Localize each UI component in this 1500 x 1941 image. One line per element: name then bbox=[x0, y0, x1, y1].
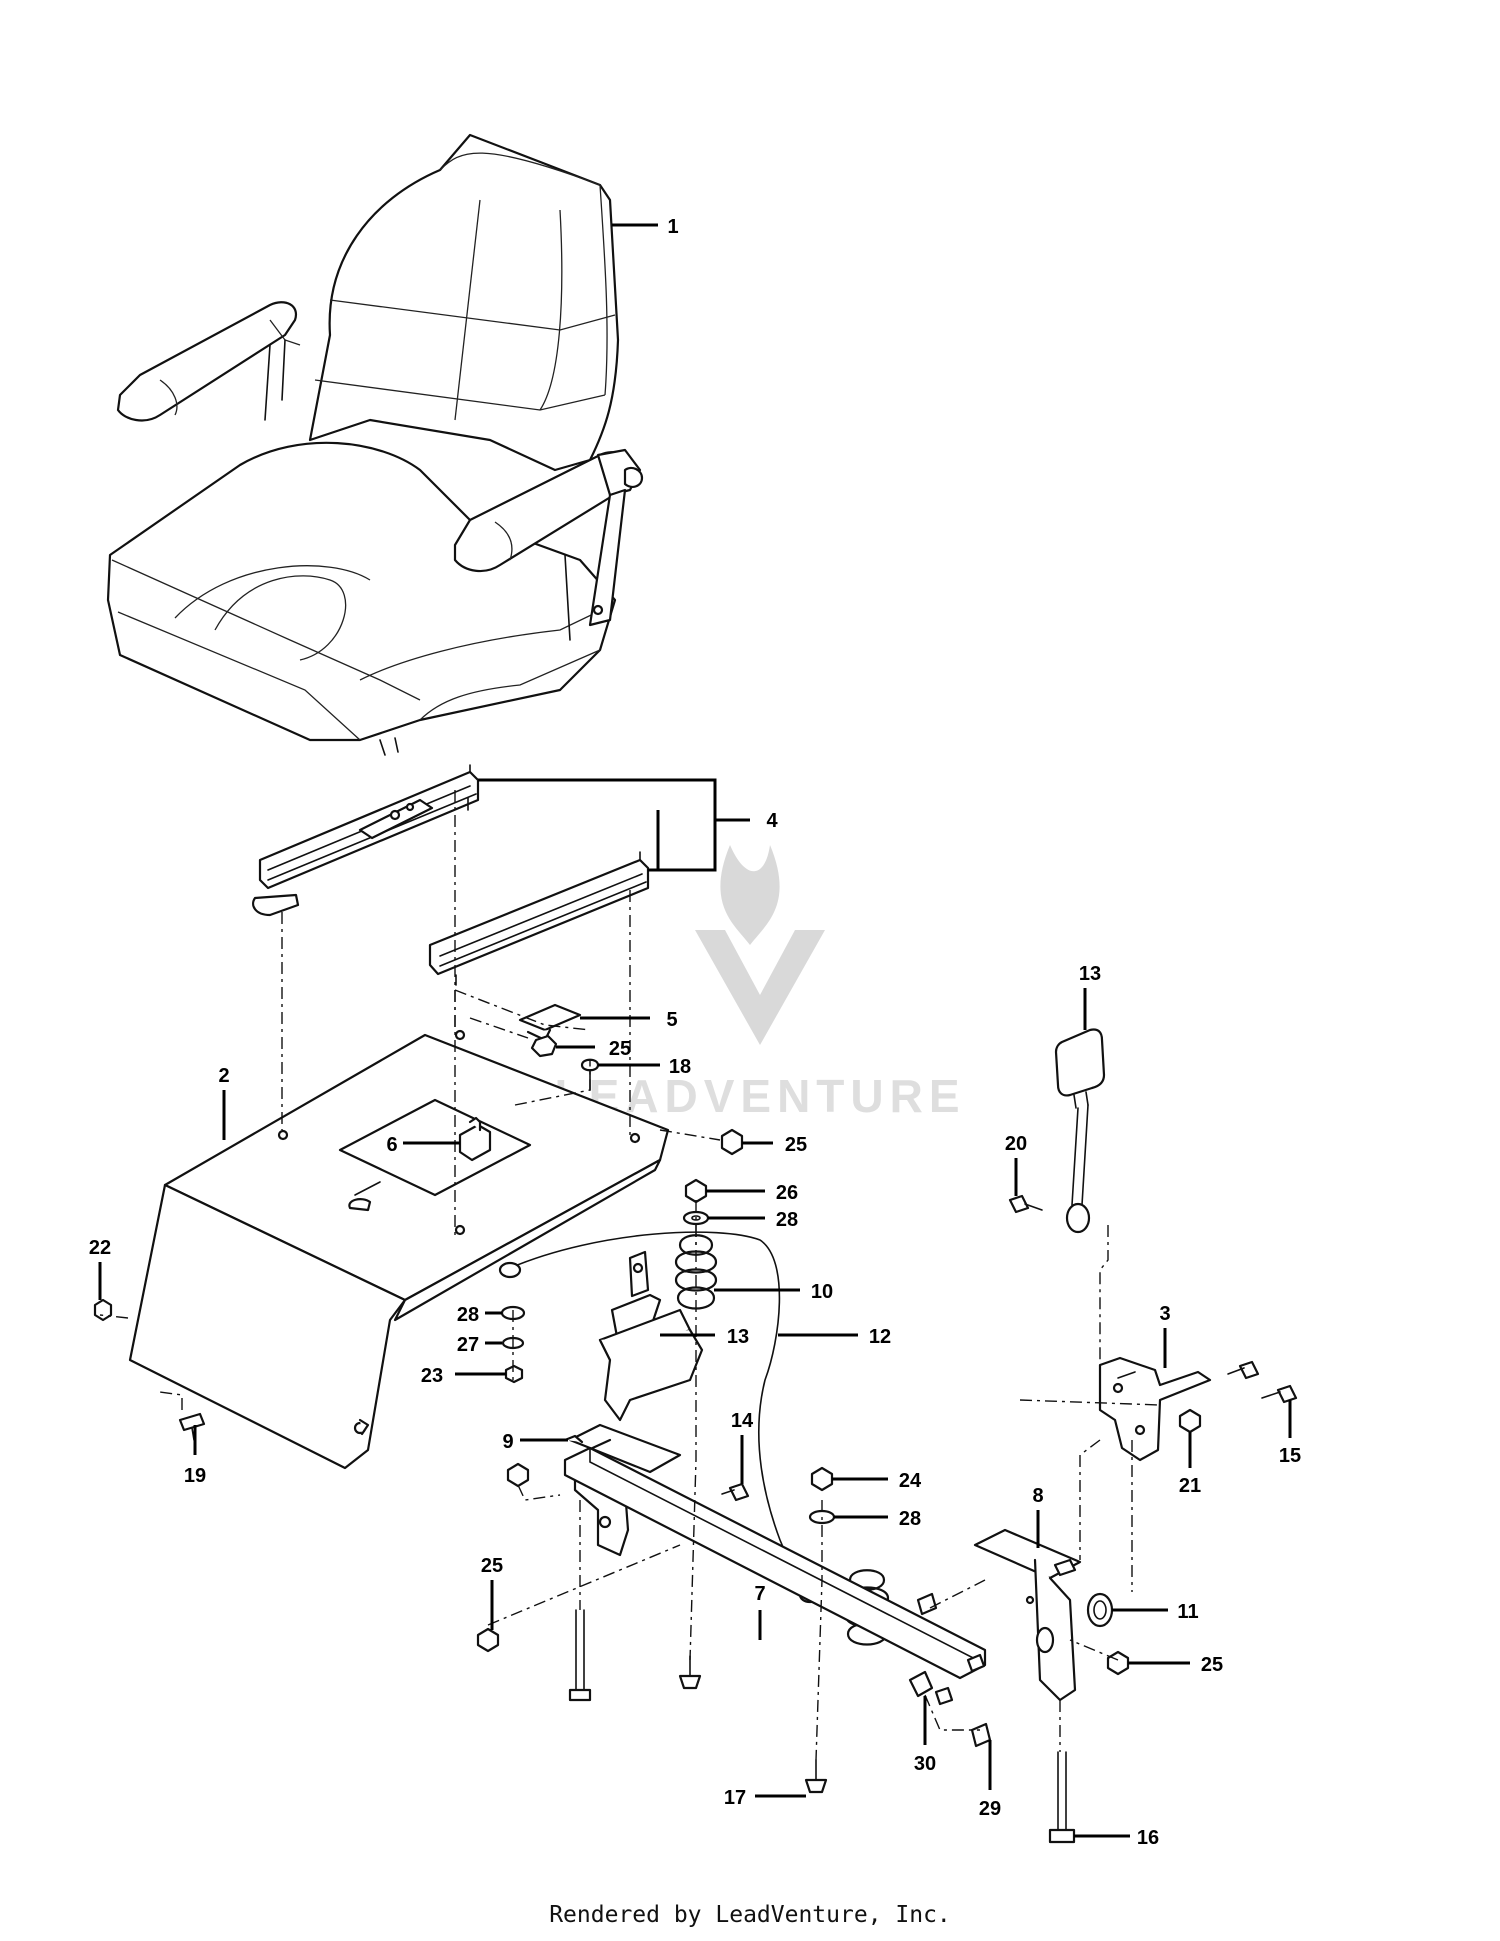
callout-25-bracket: 25 bbox=[609, 1038, 631, 1060]
callout-12: 12 bbox=[869, 1326, 891, 1348]
callout-25-lower-left: 25 bbox=[481, 1555, 503, 1577]
callout-29: 29 bbox=[979, 1798, 1001, 1820]
callout-20: 20 bbox=[1005, 1133, 1027, 1155]
callout-24: 24 bbox=[899, 1470, 922, 1492]
callout-23: 23 bbox=[421, 1365, 443, 1387]
callout-19: 19 bbox=[184, 1465, 206, 1487]
callout-14: 14 bbox=[731, 1410, 754, 1432]
callout-11: 11 bbox=[1177, 1601, 1198, 1623]
seat-assembly bbox=[106, 133, 644, 756]
callout-4: 4 bbox=[766, 810, 778, 832]
callout-13-upper: 13 bbox=[1079, 963, 1101, 985]
callout-28-top: 28 bbox=[776, 1209, 798, 1231]
callout-15: 15 bbox=[1279, 1445, 1301, 1467]
callout-2: 2 bbox=[218, 1065, 229, 1087]
seat-pivot-assembly bbox=[563, 1423, 1082, 1702]
alignment-dashed-lines bbox=[99, 790, 1161, 1761]
callout-7: 7 bbox=[754, 1583, 765, 1605]
seat-belt bbox=[598, 1028, 1106, 1422]
seat-switch bbox=[458, 1116, 492, 1162]
callout-27: 27 bbox=[457, 1334, 479, 1356]
callout-leader-lines bbox=[98, 223, 1292, 1838]
callout-1: 1 bbox=[667, 216, 678, 238]
callout-3: 3 bbox=[1159, 1303, 1170, 1325]
callout-8: 8 bbox=[1032, 1485, 1043, 1507]
callout-28-left: 28 bbox=[457, 1304, 479, 1326]
callout-25-lower-right: 25 bbox=[1201, 1654, 1223, 1676]
belt-mount-bracket bbox=[1098, 1356, 1212, 1462]
callout-numbers: 1 2 3 4 5 6 7 8 9 10 11 12 13 13 14 15 1… bbox=[89, 216, 1301, 1849]
callout-28-right: 28 bbox=[899, 1508, 921, 1530]
callout-17: 17 bbox=[724, 1787, 746, 1809]
callout-13-lower: 13 bbox=[727, 1326, 749, 1348]
seat-bracket bbox=[518, 1003, 582, 1042]
callout-21: 21 bbox=[1179, 1475, 1201, 1497]
callout-26: 26 bbox=[776, 1182, 798, 1204]
callout-25-pan-right: 25 bbox=[785, 1134, 807, 1156]
hardware-small-parts bbox=[93, 1034, 1298, 1844]
callout-9: 9 bbox=[502, 1431, 513, 1453]
callout-6: 6 bbox=[386, 1134, 397, 1156]
callout-10: 10 bbox=[811, 1281, 833, 1303]
callout-30: 30 bbox=[914, 1753, 936, 1775]
callout-18: 18 bbox=[669, 1056, 691, 1078]
seat-slide-rails bbox=[252, 764, 650, 986]
callout-5: 5 bbox=[666, 1009, 677, 1031]
rendered-by-footer: Rendered by LeadVenture, Inc. bbox=[549, 1902, 951, 1928]
seat-pan bbox=[128, 1029, 670, 1470]
callout-22: 22 bbox=[89, 1237, 111, 1259]
callout-16: 16 bbox=[1137, 1827, 1159, 1849]
